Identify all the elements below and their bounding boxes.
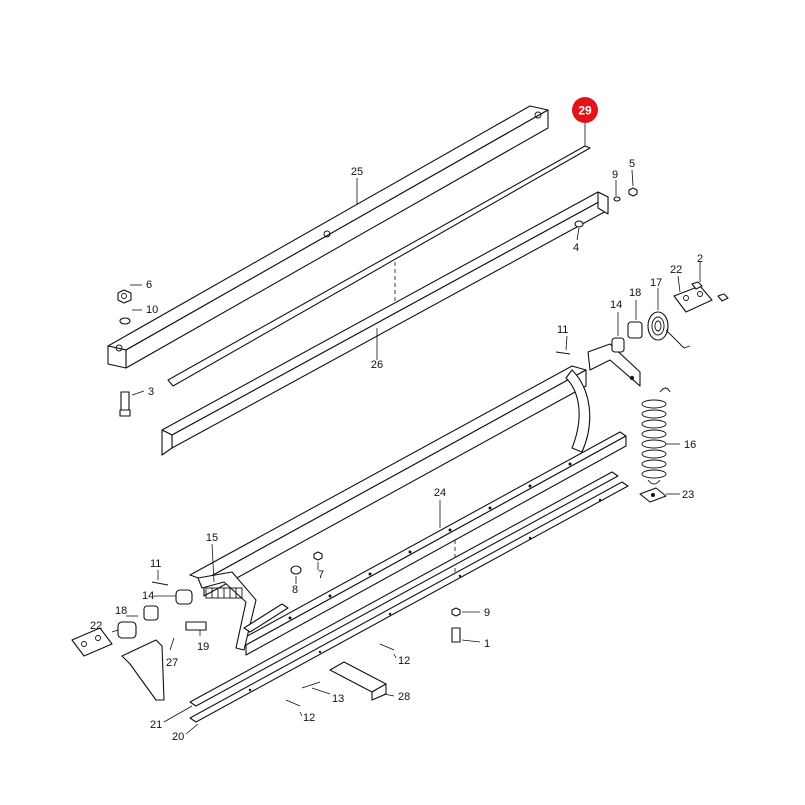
label-9-bottom: 9 [484,607,490,619]
label-12-lower: 12 [303,712,315,724]
label-18-right: 18 [629,287,641,299]
bar-holes [288,462,572,620]
part-29-strip [167,145,591,387]
label-15: 15 [206,532,218,544]
part-28-bracket [329,661,387,701]
part-20-strip [189,481,629,723]
part-18-bushing-left [143,605,159,621]
part-9-nut-lower [451,607,461,617]
part-16-extension-spring [641,387,671,485]
label-22-right: 22 [670,264,682,276]
fastener-6-nut [117,289,132,304]
label-10: 10 [146,304,158,316]
label-11-right: 11 [557,324,568,336]
label-9-top: 9 [612,169,618,181]
spring-coils [641,399,667,479]
label-23: 23 [682,489,694,501]
label-19: 19 [197,641,209,653]
label-17: 17 [650,277,662,289]
fastener-5-nut [628,187,638,197]
part-17-torsion-spring [647,311,691,349]
part-19-bolt [185,621,207,631]
label-11-left: 11 [150,558,161,570]
callout-29-number: 29 [578,104,592,118]
part-27-lever [121,639,165,701]
part-14-bushing-left [175,589,193,605]
leader-lines [111,122,701,735]
label-22-left: 22 [90,620,102,632]
label-8: 8 [292,584,298,596]
label-14-left: 14 [142,590,154,602]
part-22-plate-left [71,627,113,657]
part-15-spring [205,587,243,599]
label-14-right: 14 [610,299,622,311]
part-22-plate-right [673,285,713,313]
part-8-washer [290,565,302,575]
fastener-9-washer-top [613,196,621,202]
label-7: 7 [318,569,324,581]
part-11-pin-left [151,581,169,586]
callout-29-highlight[interactable]: 29 [572,97,598,123]
label-21: 21 [150,719,162,731]
fastener-3-bolt [119,391,131,417]
label-18-left: 18 [115,605,127,617]
strip-20-holes [248,498,602,692]
part-24-frame [189,343,641,656]
part-21-strip [189,471,619,707]
label-25: 25 [351,166,363,178]
label-4: 4 [573,242,579,254]
part-11-pin-right [555,351,571,355]
label-20: 20 [172,731,184,743]
fastener-10-washer [119,317,131,325]
part-25-beam [107,105,549,369]
label-24: 24 [434,487,446,499]
part-23-spring-anchor [639,487,667,503]
label-6: 6 [146,279,152,291]
fastener-4-screw [574,220,584,228]
label-12-upper: 12 [398,655,410,667]
part-14-bushing-lower [117,621,137,639]
callout-labels: 25 5 9 4 6 10 3 26 2 22 17 18 14 11 16 2… [90,158,703,743]
label-26: 26 [371,359,383,371]
part-7-nut [313,551,323,561]
label-2: 2 [697,253,703,265]
label-13: 13 [332,693,344,705]
label-28: 28 [398,691,410,703]
label-27: 27 [166,657,178,669]
part-12-pins [285,643,395,707]
part-13-pin [301,681,321,689]
label-16: 16 [684,439,696,451]
label-5: 5 [629,158,635,170]
part-2-bolts [691,281,729,302]
label-1: 1 [484,638,490,650]
part-26-angle-bar [161,191,609,456]
part-1-bolt [451,627,461,643]
part-14-bushing-right [611,337,625,353]
label-3: 3 [148,386,154,398]
part-18-bushing-right [627,321,643,339]
